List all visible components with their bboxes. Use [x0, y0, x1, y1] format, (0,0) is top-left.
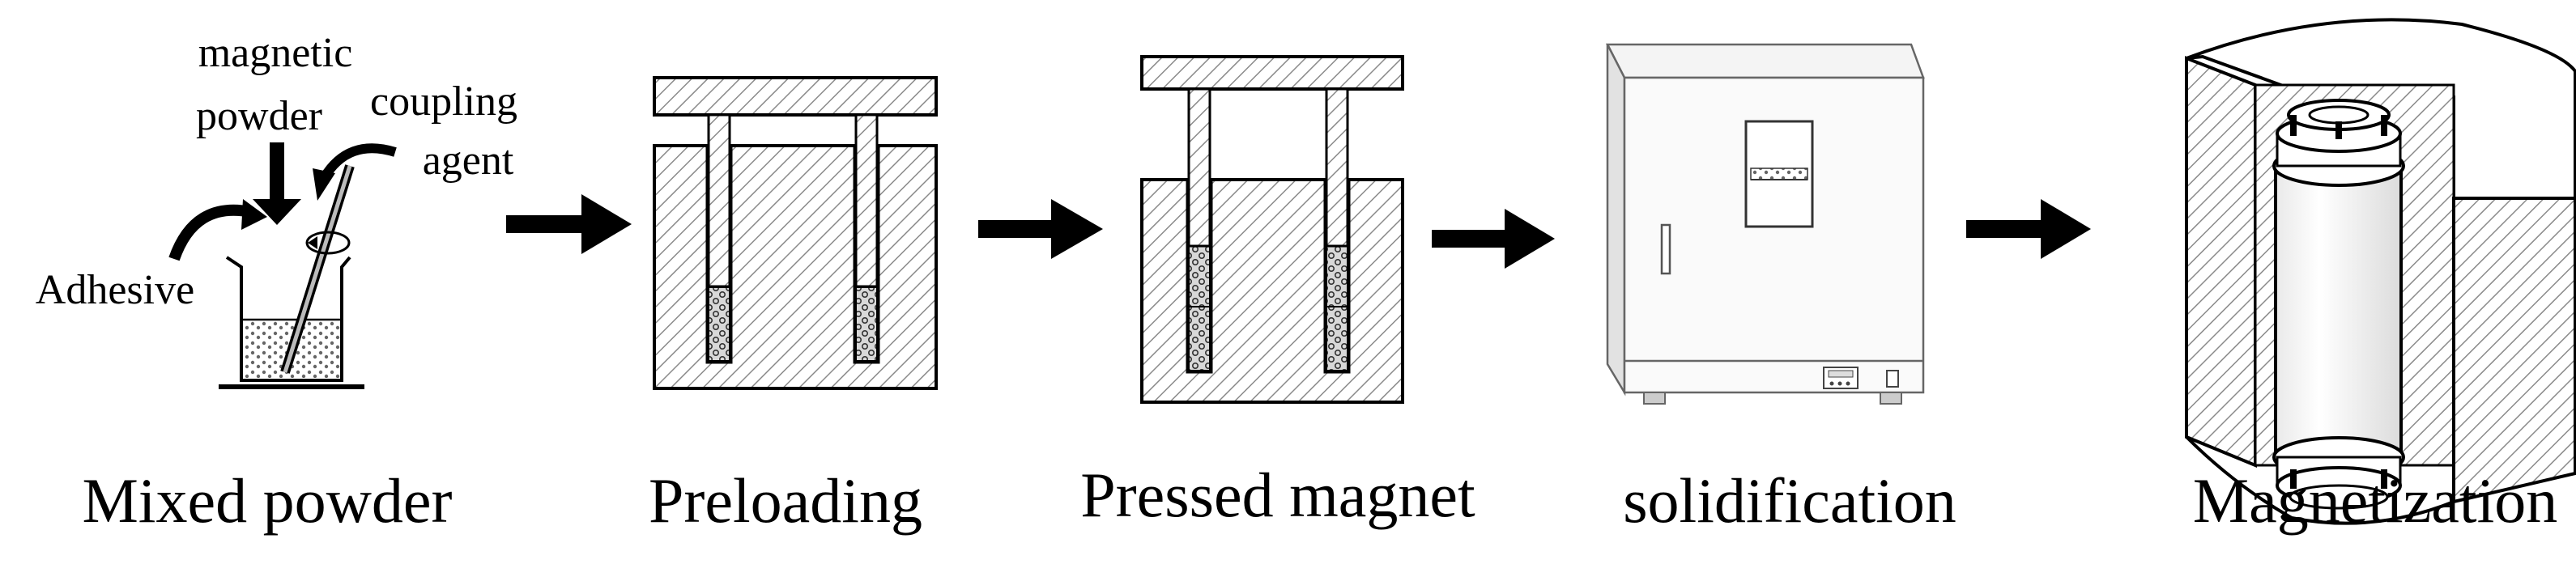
die-body-pressed [1140, 178, 1404, 404]
stage-mixed-powder: magnetic powder Adhesive coupling agent [36, 30, 517, 389]
punch-pin-left [707, 113, 731, 288]
powder-charge-right [855, 286, 878, 362]
caption-solidification: solidification [1623, 465, 1956, 536]
oven-power-switch [1886, 370, 1899, 388]
powder-arrow-head [253, 199, 301, 225]
flow-arrow-3 [1432, 209, 1555, 269]
captions: Mixed powder Preloading Pressed magnet s… [82, 460, 2557, 536]
coil-left-wall [2185, 56, 2257, 468]
oven-top [1605, 43, 1925, 79]
pressed-magnet-left-1 [1188, 245, 1211, 307]
pressed-magnet-left-2 [1188, 306, 1211, 371]
coil-right-face [2452, 197, 2576, 504]
punch-pin-right [854, 113, 879, 288]
caption-magnetization: Magnetization [2193, 465, 2558, 536]
flow-arrow-4 [1966, 199, 2091, 259]
coupling-agent-label-1: coupling [370, 78, 517, 125]
caption-mixed-powder: Mixed powder [82, 465, 452, 536]
beaker [225, 256, 351, 382]
pressed-magnet-right-2 [1326, 306, 1348, 371]
powder-charge-left [708, 286, 730, 362]
stage-pressed-magnet [1140, 55, 1404, 404]
magnet-cylinder [2274, 164, 2403, 459]
oven-side [1606, 44, 1626, 396]
adhesive-arrow [168, 204, 253, 261]
magnetic-powder-label-1: magnetic [198, 30, 353, 76]
coupling-agent-label-2: agent [423, 138, 514, 184]
caption-pressed-magnet: Pressed magnet [1080, 460, 1475, 530]
powder-arrow-shaft [270, 142, 284, 201]
punch-plate [653, 76, 938, 117]
punch-plate-pressed [1140, 55, 1404, 91]
coupling-agent-arrow [319, 143, 397, 181]
stage-solidification [1605, 43, 1925, 405]
die-body [653, 144, 938, 390]
magnetic-powder-label-2: powder [196, 93, 322, 139]
oven-door-handle [1660, 223, 1671, 275]
punch-pin-left-pressed [1187, 87, 1211, 248]
caption-preloading: Preloading [649, 465, 922, 536]
flow-arrow-2 [978, 199, 1103, 259]
adhesive-label: Adhesive [36, 267, 194, 313]
punch-pin-right-pressed [1325, 87, 1349, 248]
stage-magnetization [2185, 18, 2576, 525]
pressed-magnet-right-1 [1326, 245, 1348, 307]
flow-arrow-1 [506, 194, 632, 254]
stage-preloading [653, 76, 938, 390]
stirring-rotation-icon [305, 231, 351, 255]
